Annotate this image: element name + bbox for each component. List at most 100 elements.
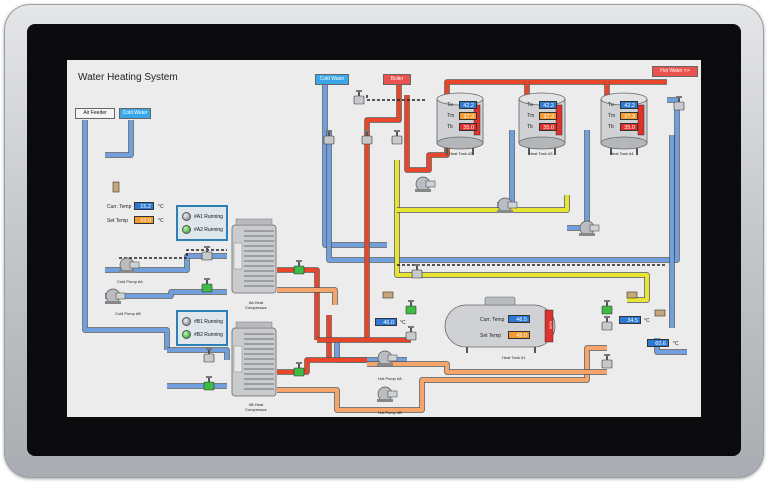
left-set-temp-value[interactable]: 10.0: [134, 216, 154, 224]
valve-comp-a-out-valve-icon[interactable]: [293, 265, 305, 275]
warm-pipe-comp-a: [277, 288, 337, 305]
yellow-pump-1-pump-outlet-icon: [425, 180, 436, 188]
valve-yellow-valve-icon[interactable]: [411, 269, 423, 279]
valve-right-2-handle-icon[interactable]: [604, 316, 610, 318]
cold-pipe-feed: [105, 120, 133, 157]
valve-right-1-handle-icon[interactable]: [604, 300, 610, 302]
hot-tank-3-row-label: Tm: [527, 113, 535, 119]
valve-hot-out-valve-icon[interactable]: [673, 101, 685, 111]
valve-right-1-valve-icon[interactable]: [601, 305, 613, 315]
valve-a2-handle-icon[interactable]: [204, 278, 210, 280]
valve-hot-down-handle-icon[interactable]: [364, 130, 370, 132]
thermometer-icon: [382, 291, 394, 299]
valve-comp-b-out-valve-icon[interactable]: [293, 367, 305, 377]
yellow-pump-3-pump-base-icon: [579, 233, 595, 236]
mid-temp-unit: °C: [400, 320, 406, 326]
hot-pipe-boiler: [365, 85, 411, 342]
right-temp-value: 34.5: [619, 316, 641, 324]
valve-mid-2-valve-icon[interactable]: [405, 331, 417, 341]
cold-water-left-tag[interactable]: Cold Water: [119, 108, 151, 119]
air-feeder-tag[interactable]: Air Feeder: [75, 108, 115, 119]
valve-b1-handle-icon[interactable]: [206, 348, 212, 350]
valve-right-3-valve-icon[interactable]: [601, 359, 613, 369]
left-curr-temp-unit: °C: [158, 204, 164, 210]
compressor-b-label: #B Heat Compressor: [245, 402, 267, 412]
status-lamp-icon: [182, 317, 191, 327]
valve-comp-a-out-handle-icon[interactable]: [296, 260, 302, 262]
valve-right-2-valve-icon[interactable]: [601, 321, 613, 331]
valve-top-1-handle-icon[interactable]: [356, 90, 362, 92]
status-b1[interactable]: #B1 Running: [182, 316, 226, 328]
hot-tank-4-value: 35.0: [620, 123, 638, 131]
valve-comp-b-out-stem-icon: [298, 364, 300, 368]
valve-a1-handle-icon[interactable]: [204, 246, 210, 248]
hot-tank-4-row-label: Tm: [608, 113, 616, 119]
yellow-pump-3-pump-outlet-icon: [589, 224, 600, 232]
thermometer-icon: [626, 291, 638, 299]
valve-b2-handle-icon[interactable]: [206, 376, 212, 378]
valve-right-1-stem-icon: [606, 302, 608, 306]
status-b2[interactable]: #B2 Running: [182, 329, 226, 341]
hot-tank-3-value: 37.3: [539, 112, 557, 120]
valve-cold-down-handle-icon[interactable]: [326, 130, 332, 132]
status-a2-label: #A2 Running: [194, 227, 223, 233]
valve-a2-valve-icon[interactable]: [201, 283, 213, 293]
hot-tank-2-row-label: Tu: [447, 102, 453, 108]
valve-comp-b-out-handle-icon[interactable]: [296, 362, 302, 364]
main-tank-body-icon[interactable]: [444, 304, 556, 348]
valve-hot-down-stem-icon: [366, 132, 368, 136]
valve-a1-valve-icon[interactable]: [201, 251, 213, 261]
main-tank-dome-icon: [484, 296, 516, 306]
hot-pump-b-pump-outlet-icon: [387, 390, 398, 398]
valve-hot-out-handle-icon[interactable]: [676, 96, 682, 98]
valve-b2-valve-icon[interactable]: [203, 381, 215, 391]
cold-pipe-top: [323, 85, 387, 247]
valve-hot-down-valve-icon[interactable]: [361, 135, 373, 145]
hot-tank-2-row-label: Tm: [447, 113, 455, 119]
hot-pump-b-label: Hot Pump #B: [378, 410, 402, 415]
hot-tank-2-label: Heat Tank #2: [449, 151, 473, 156]
valve-cold-down-valve-icon[interactable]: [323, 135, 335, 145]
hot-pipe-comp-b: [277, 358, 367, 374]
status-a1[interactable]: #A1 Running: [182, 211, 226, 223]
valve-top-1-valve-icon[interactable]: [353, 95, 365, 105]
hot-tank-2-tank-bottom-icon: [436, 136, 484, 150]
boiler-tag[interactable]: Boiler: [383, 74, 411, 85]
hot-water-tag[interactable]: Hot Water >>: [652, 66, 698, 77]
compressor-a-label: #A Heat Compressor: [245, 300, 267, 310]
hot-tank-4-tank-bottom-icon: [600, 136, 648, 150]
main-tank-curr-label: Curr. Temp: [480, 317, 505, 323]
valve-boiler-valve-icon[interactable]: [391, 135, 403, 145]
valve-boiler-handle-icon[interactable]: [394, 130, 400, 132]
cold-pipe-tank2-outline: [497, 130, 515, 208]
compressor-a-cap-icon: [235, 218, 273, 226]
compressor-b-panel-icon: [233, 345, 243, 373]
valve-b1-valve-icon[interactable]: [203, 353, 215, 363]
yellow-pump-2-pump-outlet-icon: [507, 201, 518, 209]
hot-tank-2-value: 37.3: [459, 112, 477, 120]
hot-tank-3-row-label: Tu: [527, 102, 533, 108]
valve-top-1-stem-icon: [358, 92, 360, 96]
valve-boiler-stem-icon: [396, 132, 398, 136]
valve-right-3-handle-icon[interactable]: [604, 354, 610, 356]
valve-yellow-handle-icon[interactable]: [414, 264, 420, 266]
hot-tank-2-value: 42.2: [459, 101, 477, 109]
page-title: Water Heating System: [78, 72, 178, 83]
hot-tank-4-value: 42.2: [620, 101, 638, 109]
pipe-diagram: [82, 79, 687, 413]
valve-mid-2-handle-icon[interactable]: [408, 326, 414, 328]
status-lamp-icon: [182, 330, 191, 340]
main-tank-set-value[interactable]: 45.0: [508, 331, 530, 339]
cold-water-top-tag[interactable]: Cold Water: [315, 74, 349, 85]
left-set-temp-unit: °C: [158, 218, 164, 224]
valve-mid-1-handle-icon[interactable]: [408, 300, 414, 302]
hot-tank-4-value: 37.3: [620, 112, 638, 120]
cold-pump-b-label: Cold Pump #B: [115, 311, 141, 316]
status-a2[interactable]: #A2 Running: [182, 224, 226, 236]
valve-mid-1-valve-icon[interactable]: [405, 305, 417, 315]
status-lamp-icon: [182, 225, 191, 235]
hot-tank-3-value: 42.2: [539, 101, 557, 109]
warm-pipe-return: [277, 346, 607, 412]
cold-pipe-feed-outline: [105, 120, 134, 158]
left-curr-temp-label: Curr. Temp: [107, 204, 132, 210]
